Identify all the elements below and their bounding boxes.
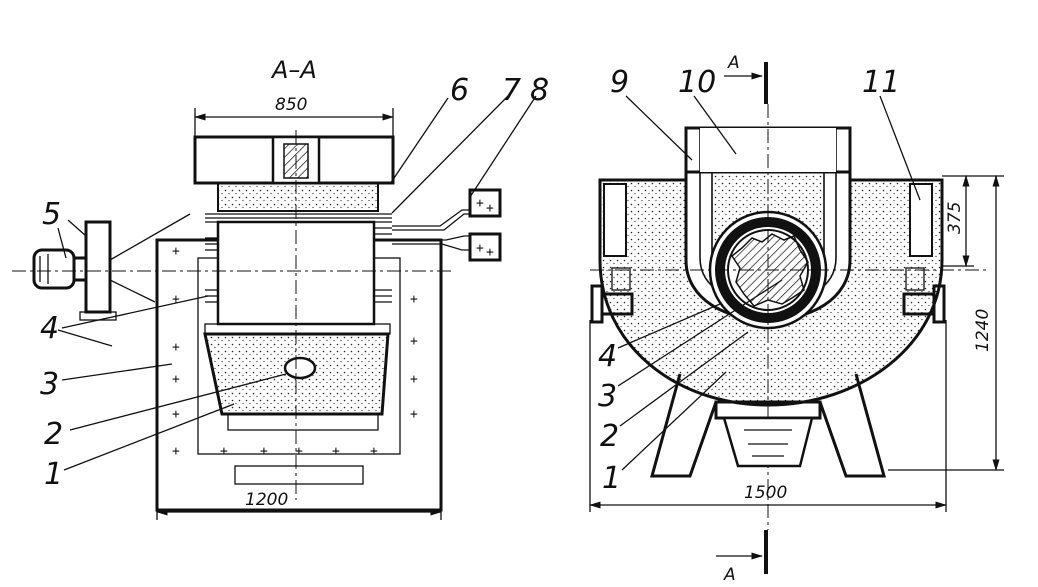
right-front-view: A A — [588, 53, 1004, 585]
callout-1: 1 — [602, 461, 621, 496]
svg-text:+: + — [410, 292, 418, 307]
core-lamination-marks: + + + + + + + + + + + + + + + — [172, 244, 418, 459]
section-marker-top-letter: A — [727, 53, 740, 73]
trunnion-left — [590, 267, 634, 324]
svg-text:+: + — [370, 444, 378, 459]
side-column-left — [603, 183, 627, 257]
svg-text:+: + — [410, 334, 418, 349]
svg-text:+: + — [172, 444, 180, 459]
svg-text:+: + — [172, 340, 180, 355]
support-leg-left — [650, 373, 718, 478]
callout-5: 5 — [42, 197, 61, 232]
dim-label-850: 850 — [275, 95, 307, 115]
housing-ribs — [744, 429, 792, 457]
callout-7: 7 — [502, 73, 521, 108]
svg-text:+: + — [486, 201, 494, 216]
crucible-support — [227, 413, 379, 431]
callout-1: 1 — [44, 457, 63, 492]
bus-leads: ++ ++ — [392, 188, 502, 262]
bottom-frame — [234, 465, 364, 485]
callout-4: 4 — [40, 311, 59, 346]
section-label: A–A — [270, 56, 317, 84]
svg-text:+: + — [220, 444, 228, 459]
callout-3: 3 — [598, 379, 617, 414]
svg-text:+: + — [486, 245, 494, 260]
section-marker-bottom-letter: A — [723, 565, 736, 585]
callout-8: 8 — [530, 73, 549, 108]
callout-9: 9 — [610, 65, 629, 100]
callout-6: 6 — [450, 73, 469, 108]
coil-windings — [205, 227, 392, 303]
terminal-upper — [468, 188, 502, 218]
insulation-layer — [217, 182, 379, 212]
svg-text:+: + — [476, 196, 484, 211]
svg-text:+: + — [172, 372, 180, 387]
callout-11: 11 — [862, 65, 900, 100]
leader-lines — [617, 95, 921, 471]
metal-channel — [283, 356, 317, 380]
dim-label-1200: 1200 — [245, 490, 288, 510]
svg-text:+: + — [332, 444, 340, 459]
svg-text:+: + — [410, 372, 418, 387]
trunnion-right — [902, 267, 946, 324]
dim-label-1500: 1500 — [744, 483, 787, 503]
callout-4: 4 — [598, 339, 617, 374]
svg-text:+: + — [260, 444, 268, 459]
bottom-beam — [714, 400, 822, 420]
svg-text:+: + — [172, 407, 180, 422]
inductor-housing — [722, 416, 814, 468]
terminal-lower — [468, 232, 502, 262]
svg-text:+: + — [295, 444, 303, 459]
left-section-view: A–A 850 — [12, 56, 549, 520]
svg-text:+: + — [410, 407, 418, 422]
dim-label-1240: 1240 — [973, 309, 993, 352]
callout-10: 10 — [678, 65, 716, 100]
svg-text:+: + — [172, 292, 180, 307]
callout-2: 2 — [600, 419, 619, 454]
side-column-right — [909, 183, 933, 257]
svg-text:+: + — [476, 241, 484, 256]
dim-label-375: 375 — [945, 202, 965, 234]
callout-3: 3 — [40, 367, 59, 402]
callout-2: 2 — [44, 417, 63, 452]
support-leg-right — [818, 373, 886, 478]
svg-text:+: + — [172, 244, 180, 259]
leader-lines — [57, 95, 537, 471]
